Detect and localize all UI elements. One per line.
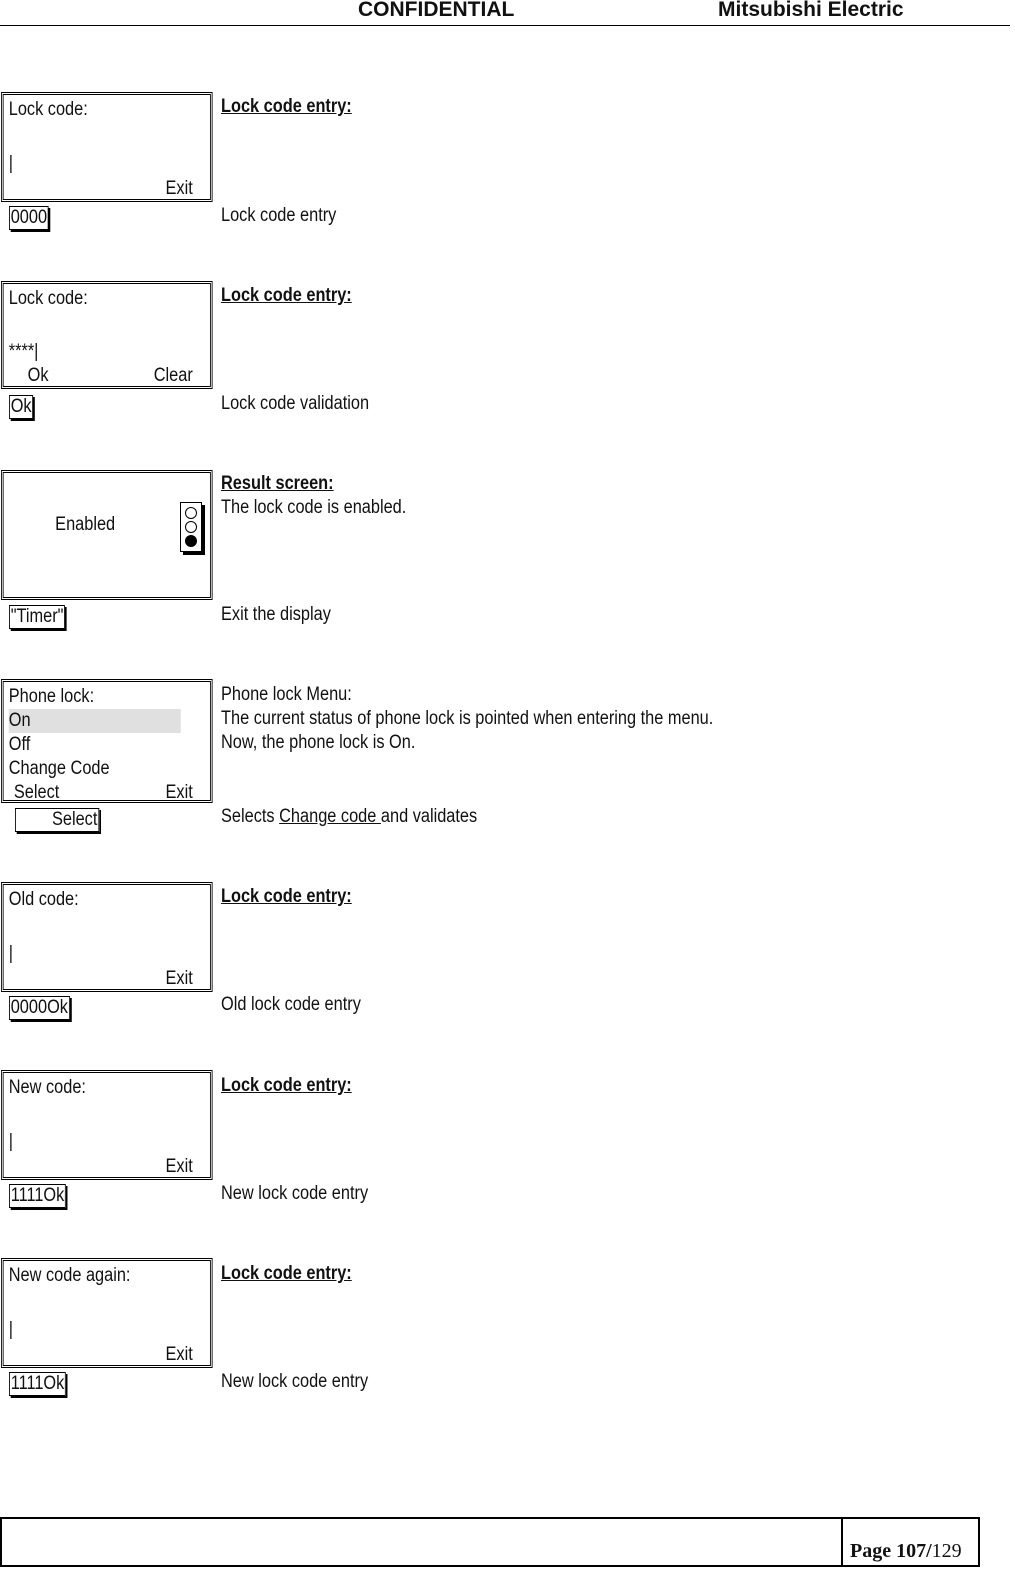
step-action: Exit the display (221, 604, 331, 625)
key-input: Select (15, 808, 100, 832)
softkey-clear: Clear (153, 365, 193, 386)
menu-item-on: On (8, 709, 181, 733)
step-action: Old lock code entry (221, 994, 361, 1015)
menu-item-off: Off (8, 734, 31, 755)
softkey-select: Select (13, 782, 60, 803)
key-input: "Timer" (9, 605, 66, 629)
page-header: CONFIDENTIAL Mitsubishi Electric (0, 0, 1010, 26)
step-text: Now, the phone lock is On. (221, 732, 416, 753)
confidential-label: CONFIDENTIAL (358, 0, 515, 21)
key-input: 0000 (9, 206, 49, 230)
softkey-exit: Exit (165, 178, 193, 199)
screen-line: Lock code: (8, 288, 88, 309)
step-title: Lock code entry: (221, 285, 352, 306)
phone-screen: Enabled (1, 470, 213, 600)
step-text-title: Phone lock Menu: (221, 684, 352, 705)
screen-cursor: | (8, 1319, 13, 1340)
step-action: New lock code entry (221, 1183, 369, 1204)
status-lamp-icon (180, 502, 202, 552)
page-label: Page 107/ (850, 1540, 932, 1562)
key-input: 1111Ok (9, 1184, 67, 1208)
screen-status: Enabled (55, 514, 116, 535)
screen-code-masked: ****| (8, 341, 39, 362)
softkey-ok: Ok (27, 365, 49, 386)
phone-screen: Lock code: | Exit (1, 92, 213, 202)
phone-screen: Lock code: ****| Ok Clear (1, 281, 213, 389)
phone-menu-screen: Phone lock: On Off Change Code Select Ex… (1, 679, 213, 803)
step-action: New lock code entry (221, 1371, 369, 1392)
step-title: Lock code entry: (221, 886, 352, 907)
phone-screen: Old code: | Exit (1, 882, 213, 992)
screen-line: Lock code: (8, 99, 88, 120)
action-prefix: Selects (221, 806, 280, 827)
menu-title: Phone lock: (8, 686, 95, 707)
screen-cursor: | (8, 1131, 13, 1152)
key-input: 1111Ok (9, 1372, 67, 1396)
key-input: Ok (9, 395, 34, 419)
softkey-exit: Exit (165, 968, 193, 989)
menu-item-change-code: Change Code (8, 758, 110, 779)
page-footer: Page 107/129 (0, 1517, 980, 1567)
page-total: 129 (931, 1540, 962, 1562)
step-action: Lock code entry (221, 205, 337, 226)
step-action: Lock code validation (221, 393, 370, 414)
step-title: Lock code entry: (221, 96, 352, 117)
screen-line: Old code: (8, 889, 79, 910)
page-number-cell: Page 107/129 (841, 1519, 978, 1565)
screen-cursor: | (8, 943, 13, 964)
step-text: The current status of phone lock is poin… (221, 708, 714, 729)
softkey-exit: Exit (165, 782, 193, 803)
action-suffix: and validates (380, 806, 478, 827)
softkey-exit: Exit (165, 1156, 193, 1177)
screen-line: New code: (8, 1077, 86, 1098)
company-name: Mitsubishi Electric (718, 0, 904, 21)
screen-line: New code again: (8, 1265, 131, 1286)
softkey-exit: Exit (165, 1344, 193, 1365)
action-link: Change code (279, 806, 381, 827)
step-title: Lock code entry: (221, 1263, 352, 1284)
step-action: Selects Change code and validates (221, 805, 477, 829)
phone-screen: New code: | Exit (1, 1070, 213, 1180)
phone-screen: New code again: | Exit (1, 1258, 213, 1368)
key-input: 0000Ok (9, 996, 70, 1020)
page-number: Page 107/129 (850, 1540, 962, 1563)
step-text: The lock code is enabled. (221, 497, 407, 518)
screen-cursor: | (8, 153, 13, 174)
step-title: Lock code entry: (221, 1075, 352, 1096)
step-title: Result screen: (221, 473, 334, 494)
